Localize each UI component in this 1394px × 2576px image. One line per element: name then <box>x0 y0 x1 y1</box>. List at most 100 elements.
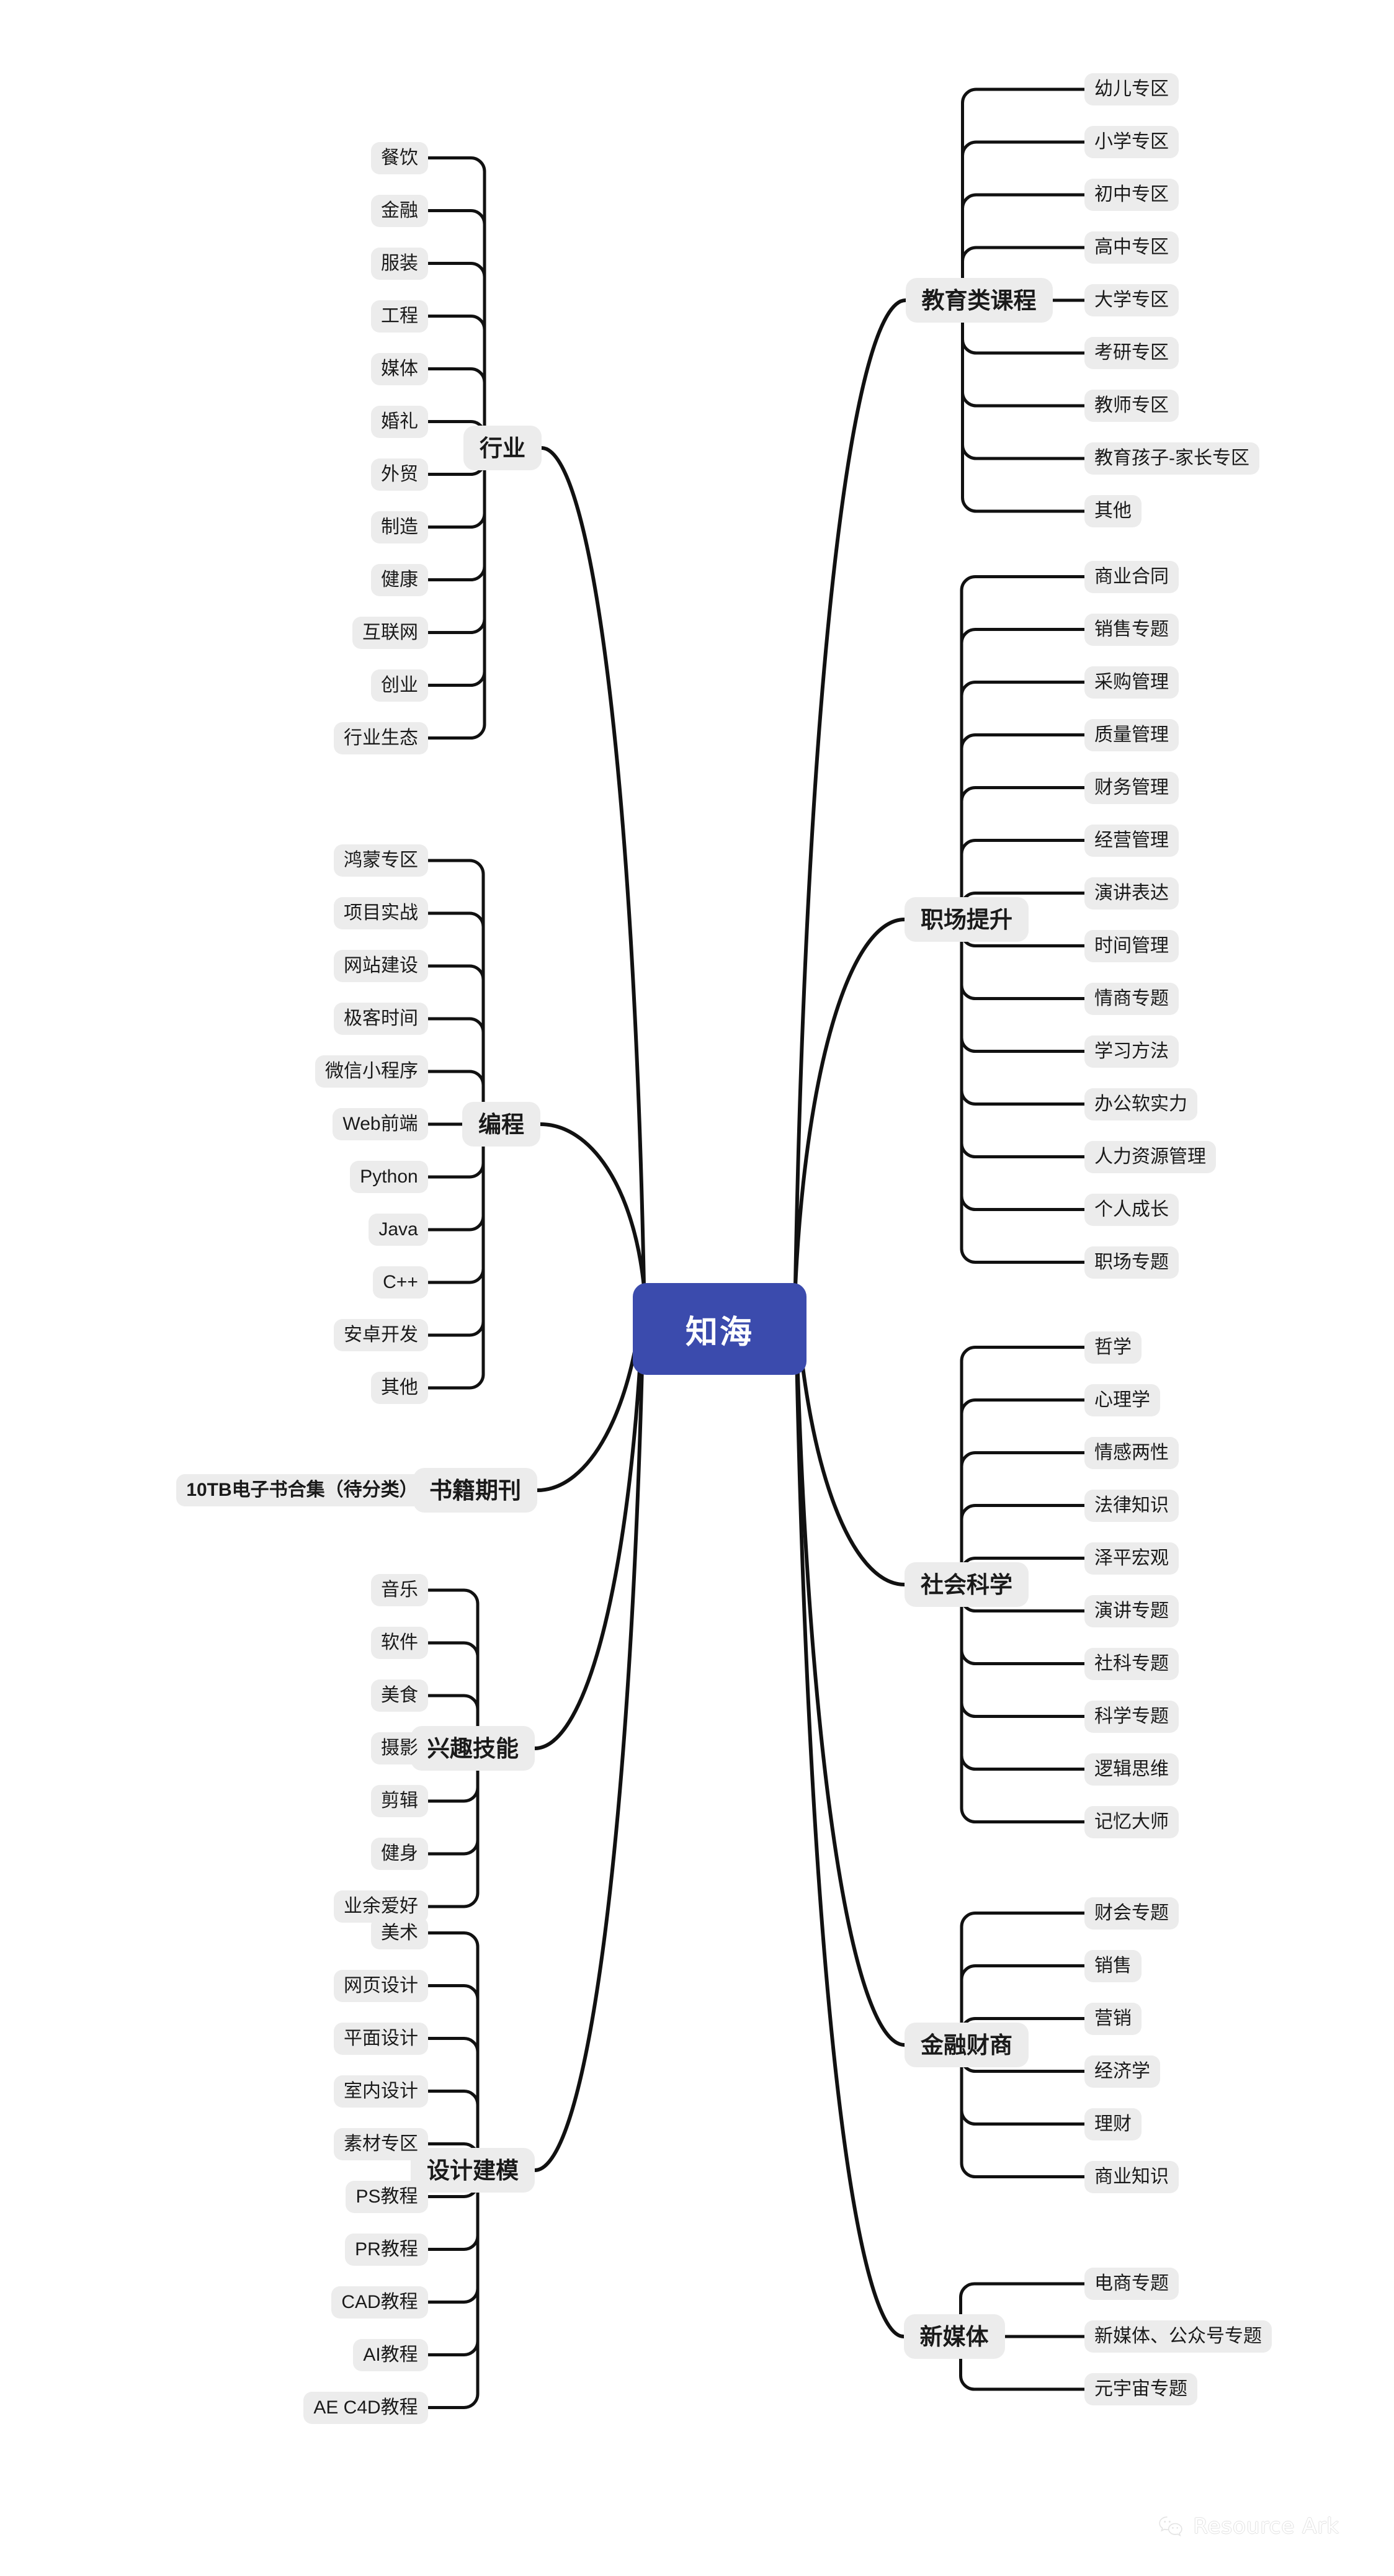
leaf-node[interactable]: 创业 <box>371 669 428 702</box>
leaf-node[interactable]: 财会专题 <box>1084 1897 1179 1930</box>
leaf-node[interactable]: 极客时间 <box>334 1003 428 1035</box>
leaf-node[interactable]: 人力资源管理 <box>1084 1140 1216 1173</box>
branch-node-programming[interactable]: 编程 <box>462 1102 540 1147</box>
branch-node-finance[interactable]: 金融财商 <box>905 2023 1029 2067</box>
leaf-node[interactable]: 法律知识 <box>1084 1489 1179 1522</box>
branch-label: 书籍期刊 <box>429 1477 521 1503</box>
leaf-node[interactable]: 大学专区 <box>1084 284 1179 316</box>
branch-label: 行业 <box>480 435 525 461</box>
leaf-node[interactable]: 鸿蒙专区 <box>334 844 428 877</box>
leaf-node[interactable]: 服装 <box>371 247 428 280</box>
leaf-node[interactable]: 其他 <box>1084 495 1142 527</box>
leaf-node[interactable]: 高中专区 <box>1084 231 1179 264</box>
leaf-node[interactable]: Web前端 <box>333 1108 428 1140</box>
leaf-node[interactable]: 销售 <box>1084 1949 1142 1982</box>
leaf-node[interactable]: 学习方法 <box>1084 1035 1179 1068</box>
leaf-node[interactable]: 科学专题 <box>1084 1700 1179 1733</box>
branch-node-workplace[interactable]: 职场提升 <box>905 897 1029 942</box>
leaf-node[interactable]: 摄影 <box>371 1732 428 1764</box>
leaf-node[interactable]: Java <box>369 1214 428 1246</box>
leaf-node[interactable]: 餐饮 <box>371 141 428 174</box>
branch-node-education[interactable]: 教育类课程 <box>905 278 1053 323</box>
leaf-node[interactable]: 记忆大师 <box>1084 1805 1179 1838</box>
leaf-node[interactable]: 考研专区 <box>1084 337 1179 369</box>
leaf-node[interactable]: 演讲专题 <box>1084 1594 1179 1627</box>
branch-node-hobby[interactable]: 兴趣技能 <box>411 1726 535 1771</box>
leaf-node[interactable]: 演讲表达 <box>1084 877 1179 910</box>
leaf-node[interactable]: 销售专题 <box>1084 613 1179 646</box>
branch-node-social-science[interactable]: 社会科学 <box>905 1562 1029 1607</box>
leaf-node[interactable]: 幼儿专区 <box>1084 73 1179 105</box>
leaf-node[interactable]: Python <box>350 1161 428 1193</box>
leaf-node[interactable]: 平面设计 <box>334 2022 428 2055</box>
leaf-node[interactable]: 健康 <box>371 563 428 596</box>
branch-node-new-media[interactable]: 新媒体 <box>903 2314 1005 2359</box>
leaf-node[interactable]: PR教程 <box>345 2233 428 2266</box>
leaf-node[interactable]: 媒体 <box>371 352 428 385</box>
leaf-label: 办公软实力 <box>1094 1093 1187 1114</box>
root-node[interactable]: 知海 <box>633 1283 806 1375</box>
branch-node-design[interactable]: 设计建模 <box>411 2148 535 2193</box>
leaf-node[interactable]: 教师专区 <box>1084 390 1179 422</box>
leaf-node[interactable]: 美术 <box>371 1916 428 1949</box>
leaf-node[interactable]: 社科专题 <box>1084 1647 1179 1680</box>
leaf-node[interactable]: AE C4D教程 <box>303 2391 428 2424</box>
leaf-node[interactable]: 财务管理 <box>1084 771 1179 804</box>
leaf-node[interactable]: 行业生态 <box>334 722 428 754</box>
leaf-node[interactable]: 理财 <box>1084 2108 1142 2140</box>
branch-node-industry[interactable]: 行业 <box>463 426 542 470</box>
leaf-node[interactable]: 互联网 <box>352 616 428 649</box>
leaf-node[interactable]: 质量管理 <box>1084 718 1179 751</box>
leaf-node[interactable]: 项目实战 <box>334 897 428 929</box>
leaf-node[interactable]: 元宇宙专题 <box>1084 2373 1197 2405</box>
leaf-node[interactable]: CAD教程 <box>331 2286 428 2319</box>
leaf-node[interactable]: 软件 <box>371 1627 428 1659</box>
leaf-node[interactable]: 微信小程序 <box>315 1055 428 1088</box>
leaf-node[interactable]: 情商专题 <box>1084 982 1179 1015</box>
leaf-label: 情感两性 <box>1094 1442 1169 1463</box>
leaf-node[interactable]: 室内设计 <box>334 2075 428 2108</box>
leaf-node[interactable]: 初中专区 <box>1084 179 1179 211</box>
leaf-node[interactable]: 商业合同 <box>1084 560 1179 593</box>
leaf-node[interactable]: 办公软实力 <box>1084 1088 1197 1120</box>
leaf-node[interactable]: 采购管理 <box>1084 666 1179 699</box>
leaf-node[interactable]: AI教程 <box>353 2338 428 2371</box>
root-label: 知海 <box>685 1314 754 1351</box>
leaf-node[interactable]: PS教程 <box>346 2180 428 2213</box>
leaf-node[interactable]: 健身 <box>371 1838 428 1870</box>
leaf-node[interactable]: 小学专区 <box>1084 126 1179 158</box>
leaf-node[interactable]: 网站建设 <box>334 950 428 982</box>
leaf-node[interactable]: 个人成长 <box>1084 1193 1179 1226</box>
leaf-node[interactable]: 商业知识 <box>1084 2160 1179 2193</box>
leaf-node[interactable]: 网页设计 <box>334 1969 428 2002</box>
leaf-node[interactable]: 经济学 <box>1084 2055 1160 2088</box>
leaf-node[interactable]: 时间管理 <box>1084 929 1179 962</box>
leaf-node[interactable]: 教育孩子-家长专区 <box>1084 442 1259 475</box>
branch-node-books[interactable]: 书籍期刊 <box>413 1468 537 1513</box>
leaf-node[interactable]: 经营管理 <box>1084 824 1179 857</box>
leaf-node[interactable]: 其他 <box>371 1372 428 1404</box>
leaf-node[interactable]: 电商专题 <box>1084 2268 1179 2300</box>
leaf-node[interactable]: 工程 <box>371 300 428 333</box>
leaf-node[interactable]: 情感两性 <box>1084 1436 1179 1469</box>
leaf-node[interactable]: 金融 <box>371 194 428 227</box>
leaf-node[interactable]: 安卓开发 <box>334 1319 428 1351</box>
leaf-node[interactable]: 哲学 <box>1084 1331 1142 1364</box>
leaf-node[interactable]: 泽平宏观 <box>1084 1542 1179 1575</box>
leaf-node[interactable]: 心理学 <box>1084 1384 1160 1416</box>
leaf-node[interactable]: 逻辑思维 <box>1084 1753 1179 1786</box>
leaf-node[interactable]: 新媒体、公众号专题 <box>1084 2320 1272 2353</box>
leaf-node[interactable]: 制造 <box>371 511 428 543</box>
leaf-node[interactable]: 美食 <box>371 1679 428 1712</box>
branch-label: 金融财商 <box>921 2032 1012 2058</box>
leaf-node[interactable]: 10TB电子书合集（待分类） <box>176 1474 428 1506</box>
leaf-node[interactable]: 婚礼 <box>371 405 428 438</box>
leaf-node[interactable]: 素材专区 <box>334 2127 428 2160</box>
leaf-node[interactable]: 职场专题 <box>1084 1246 1179 1279</box>
leaf-node[interactable]: C++ <box>373 1266 428 1299</box>
leaf-node[interactable]: 音乐 <box>371 1574 428 1606</box>
leaf-node[interactable]: 剪辑 <box>371 1785 428 1817</box>
leaf-label: 高中专区 <box>1094 237 1169 257</box>
leaf-node[interactable]: 外贸 <box>371 458 428 491</box>
leaf-node[interactable]: 营销 <box>1084 2002 1142 2035</box>
